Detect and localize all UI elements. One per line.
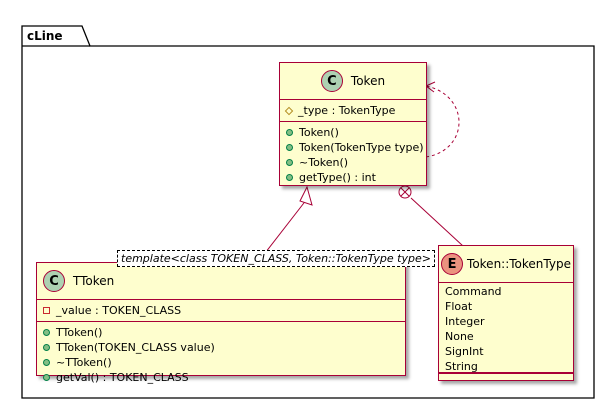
method-row: Token() xyxy=(286,125,420,140)
enum-tokentype-name: Token::TokenType xyxy=(467,257,571,271)
class-ttoken[interactable]: C TToken _value : TOKEN_CLASS TToken() T… xyxy=(36,262,406,384)
class-ttoken-header: C TToken xyxy=(37,263,405,300)
method-row: ~TToken() xyxy=(43,355,399,370)
enum-literal: Command xyxy=(445,285,502,298)
method-row: ~Token() xyxy=(286,155,420,170)
public-icon xyxy=(43,329,50,336)
field-row: _type : TokenType xyxy=(284,103,420,118)
self-dependency-arrowhead xyxy=(425,81,436,93)
method-row: getVal() : TOKEN_CLASS xyxy=(43,370,399,385)
field-row: _value : TOKEN_CLASS xyxy=(43,303,399,318)
enum-literal: None xyxy=(445,330,474,343)
public-icon xyxy=(43,359,50,366)
package-frame xyxy=(21,25,595,399)
enum-stereotype-icon: E xyxy=(441,253,464,275)
enum-literal: String xyxy=(445,360,478,373)
package-name: cLine xyxy=(27,29,63,43)
method-row: getType() : int xyxy=(286,170,420,185)
inheritance-line xyxy=(261,198,308,258)
method-row: Token(TokenType type) xyxy=(286,140,424,155)
class-stereotype-icon: C xyxy=(320,70,343,92)
nested-line xyxy=(410,197,464,247)
self-dependency-arrow xyxy=(425,85,460,158)
public-icon xyxy=(286,144,293,151)
class-ttoken-fields: _value : TOKEN_CLASS xyxy=(37,300,405,322)
enum-tokentype[interactable]: E Token::TokenType Command Float Integer… xyxy=(438,245,574,381)
public-icon xyxy=(43,344,50,351)
method-row: TToken() xyxy=(43,325,399,340)
enum-literal: SignInt xyxy=(445,345,484,358)
public-icon xyxy=(286,159,293,166)
class-token-fields: _type : TokenType xyxy=(280,100,426,122)
class-ttoken-name: TToken xyxy=(73,274,115,288)
enum-literals: Command Float Integer None SignInt Strin… xyxy=(439,283,573,373)
public-icon xyxy=(286,174,293,181)
public-icon xyxy=(43,374,50,381)
enum-literal: Integer xyxy=(445,315,485,328)
public-icon xyxy=(286,129,293,136)
template-parameter-box: template<class TOKEN_CLASS, Token::Token… xyxy=(117,250,435,267)
method-row: TToken(TOKEN_CLASS value) xyxy=(43,340,399,355)
enum-tokentype-header: E Token::TokenType xyxy=(439,246,573,283)
class-token-header: C Token xyxy=(280,63,426,100)
enum-empty-section xyxy=(439,373,573,388)
private-icon xyxy=(43,307,50,314)
class-token[interactable]: C Token _type : TokenType Token() Token(… xyxy=(279,62,427,186)
protected-icon xyxy=(284,106,294,115)
class-token-methods: Token() Token(TokenType type) ~Token() g… xyxy=(280,122,426,188)
class-stereotype-icon: C xyxy=(43,270,65,292)
enum-literal: Float xyxy=(445,300,473,313)
inheritance-arrowhead xyxy=(299,185,313,206)
class-ttoken-methods: TToken() TToken(TOKEN_CLASS value) ~TTok… xyxy=(37,322,405,388)
class-token-name: Token xyxy=(350,74,386,88)
